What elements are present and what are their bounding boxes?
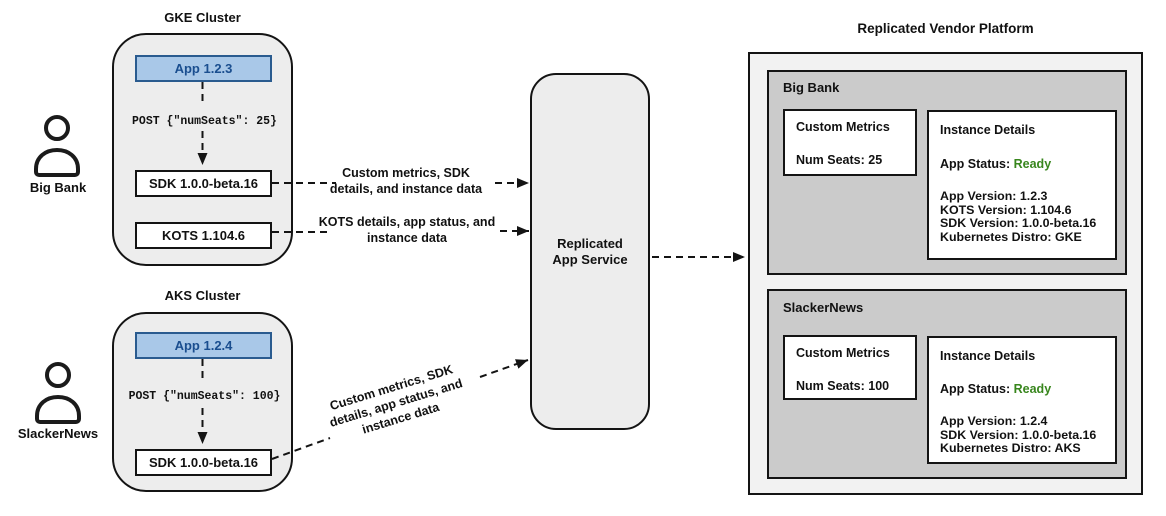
detail-kubernetes-distro: Kubernetes Distro: GKE <box>940 229 1082 244</box>
num-seats-value: Num Seats: 25 <box>796 153 883 167</box>
aks-cluster-title: AKS Cluster <box>164 288 241 303</box>
custom-metrics-title: Custom Metrics <box>796 120 890 134</box>
gke-post-request-text: POST {"numSeats": 25} <box>132 115 277 128</box>
instance-details-title: Instance Details <box>940 349 1036 363</box>
app-status-label: App Status: <box>940 157 1011 171</box>
aks-app-version-box: App 1.2.4 <box>135 332 272 359</box>
gke-sdk-box: SDK 1.0.0-beta.16 <box>135 170 272 197</box>
big-bank-instance-details-box: Instance Details App Status: Ready App V… <box>927 110 1117 260</box>
tenant-big-bank-name: Big Bank <box>783 80 840 95</box>
detail-sdk-version: SDK Version: 1.0.0-beta.16 <box>940 427 1097 442</box>
big-bank-user-icon <box>34 115 80 177</box>
detail-app-version: App Version: 1.2.4 <box>940 414 1048 428</box>
custom-metrics-title: Custom Metrics <box>796 346 890 360</box>
instance-detail-lines: App Version: 1.2.4 SDK Version: 1.0.0-be… <box>940 414 1097 456</box>
replicated-app-service-box: Replicated App Service <box>530 73 650 430</box>
gke-kots-box: KOTS 1.104.6 <box>135 222 272 249</box>
user-label-big-bank: Big Bank <box>29 180 87 195</box>
tenant-slackernews: SlackerNews Custom Metrics Num Seats: 10… <box>767 289 1127 479</box>
aks-post-request-text: POST {"numSeats": 100} <box>128 390 281 403</box>
aks-sdk-connector-arrow <box>479 359 529 378</box>
tenant-big-bank: Big Bank Custom Metrics Num Seats: 25 In… <box>767 70 1127 275</box>
instance-detail-lines: App Version: 1.2.3 KOTS Version: 1.104.6… <box>940 189 1097 244</box>
app-status-line: App Status: Ready <box>940 382 1051 396</box>
app-status-label: App Status: <box>940 382 1011 396</box>
big-bank-custom-metrics-box: Custom Metrics Num Seats: 25 <box>783 109 917 176</box>
tenant-slackernews-name: SlackerNews <box>783 300 864 315</box>
slackernews-user-icon <box>35 362 81 424</box>
aks-sdk-box: SDK 1.0.0-beta.16 <box>135 449 272 476</box>
label-kots-to-service: KOTS details, app status, and instance d… <box>318 215 496 245</box>
slackernews-instance-details-box: Instance Details App Status: Ready App V… <box>927 336 1117 464</box>
app-status-value: Ready <box>1013 382 1052 396</box>
gke-app-version-box: App 1.2.3 <box>135 55 272 82</box>
app-status-value: Ready <box>1013 157 1052 171</box>
detail-app-version: App Version: 1.2.3 <box>940 189 1048 203</box>
aks-cluster-box: App 1.2.4 POST {"numSeats": 100} SDK 1.0… <box>112 312 293 492</box>
platform-box: Big Bank Custom Metrics Num Seats: 25 In… <box>748 52 1143 495</box>
label-sdk-to-service: Custom metrics, SDK details, and instanc… <box>329 166 483 196</box>
slackernews-custom-metrics-box: Custom Metrics Num Seats: 100 <box>783 335 917 400</box>
platform-title: Replicated Vendor Platform <box>857 21 1034 36</box>
detail-kubernetes-distro: Kubernetes Distro: AKS <box>940 441 1081 455</box>
user-label-slackernews: SlackerNews <box>17 426 99 441</box>
detail-sdk-version: SDK Version: 1.0.0-beta.16 <box>940 216 1097 230</box>
gke-cluster-box: App 1.2.3 POST {"numSeats": 25} SDK 1.0.… <box>112 33 293 266</box>
detail-kots-version: KOTS Version: 1.104.6 <box>940 202 1072 217</box>
label-aks-sdk-to-service: Custom metrics, SDK details, app status,… <box>327 362 465 437</box>
app-status-line: App Status: Ready <box>940 157 1051 171</box>
instance-details-title: Instance Details <box>940 123 1036 137</box>
replicated-app-service-label: Replicated App Service <box>552 235 628 267</box>
num-seats-value: Num Seats: 100 <box>796 379 890 393</box>
gke-cluster-title: GKE Cluster <box>164 10 241 25</box>
